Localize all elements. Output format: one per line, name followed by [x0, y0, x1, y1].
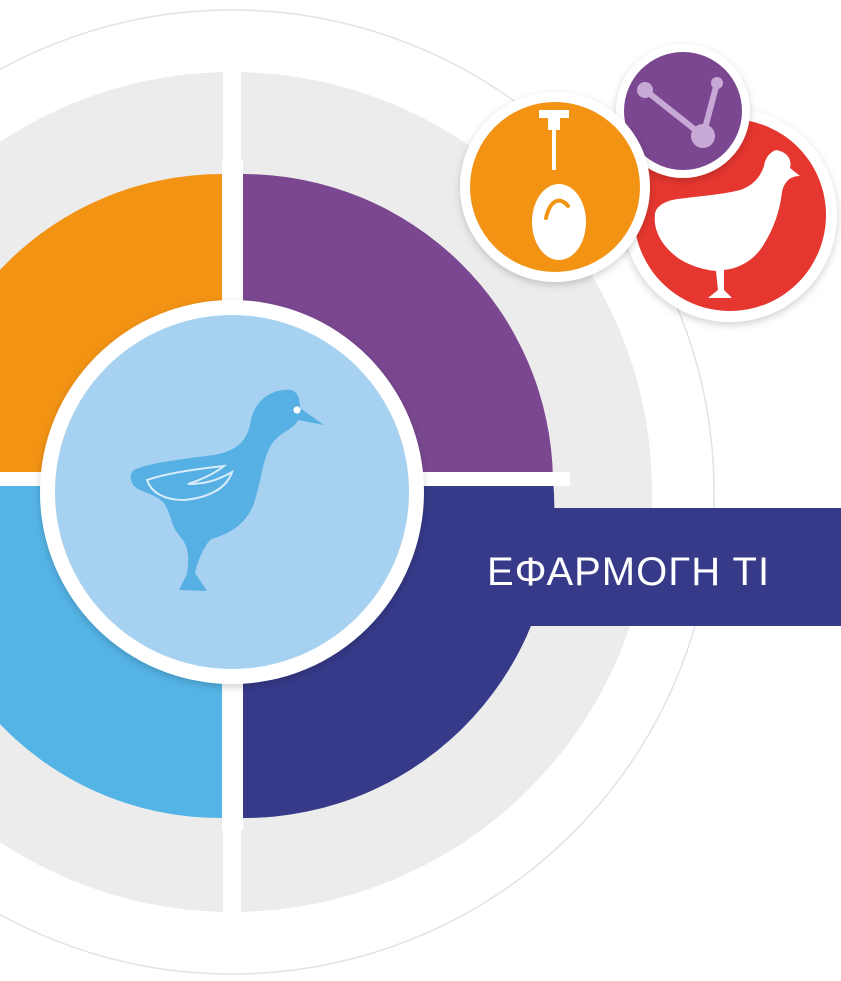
icon-cluster [460, 44, 837, 322]
title-banner: ΕΦΑΡΜΟΓΗ ΤΙ [460, 508, 841, 626]
banner-title: ΕΦΑΡΜΟΓΗ ΤΙ [487, 550, 770, 594]
molecule-icon [637, 77, 723, 148]
center-badge [40, 300, 424, 684]
egg-badge [460, 92, 650, 282]
egg-incubator-icon [532, 110, 586, 260]
molecule-badge [616, 44, 750, 178]
outer-thin-ring [0, 9, 715, 975]
hen-icon [654, 150, 800, 298]
chick-icon [130, 389, 324, 591]
